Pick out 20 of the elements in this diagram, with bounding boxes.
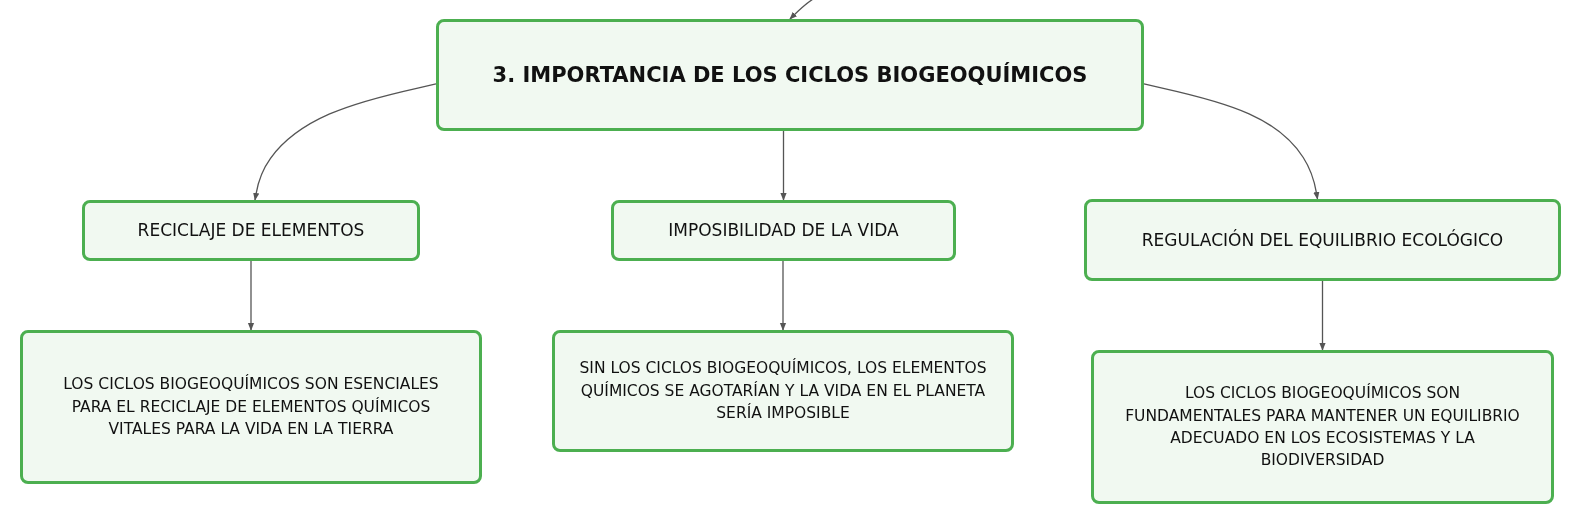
node-text: SIN LOS CICLOS BIOGEOQUÍMICOS, LOS ELEMENTOS QUÍMICOS SE AGOTARÍAN Y LA VIDA EN EL PLANETA SERÍA IMPOSIBLE (578, 357, 988, 425)
concept-box (1084, 199, 1561, 281)
node-text: REGULACIÓN DEL EQUILIBRIO ECOLÓGICO (1141, 228, 1504, 252)
arrow (253, 83, 437, 201)
concept-box (1091, 350, 1554, 504)
node-text: LOS CICLOS BIOGEOQUÍMICOS SON ESENCIALES PARA EL RECICLAJE DE ELEMENTOS QUÍMICOS VITALES PARA LA VIDA EN LA TIERRA (62, 373, 440, 441)
concept-box (82, 200, 420, 261)
node-text: 3. IMPORTANCIA DE LOS CICLOS BIOGEOQUÍMICOS (492, 61, 1088, 89)
arrow (247, 260, 255, 331)
concept-box (611, 200, 956, 261)
arrow (1143, 83, 1320, 200)
concept-box (552, 330, 1014, 452)
topic-box (436, 19, 1144, 131)
node-text: LOS CICLOS BIOGEOQUÍMICOS SON FUNDAMENTALES PARA MANTENER UN EQUILIBRIO ADECUADO EN LOS ECOSISTEMAS Y LA BIODIVERSIDAD (1124, 382, 1521, 472)
concept-box (20, 330, 482, 484)
arrow (780, 130, 787, 201)
arrow (1319, 280, 1326, 351)
node-text: IMPOSIBILIDAD DE LA VIDA (668, 219, 899, 243)
node-text: RECICLAJE DE ELEMENTOS (137, 219, 365, 243)
arrow (779, 260, 787, 331)
